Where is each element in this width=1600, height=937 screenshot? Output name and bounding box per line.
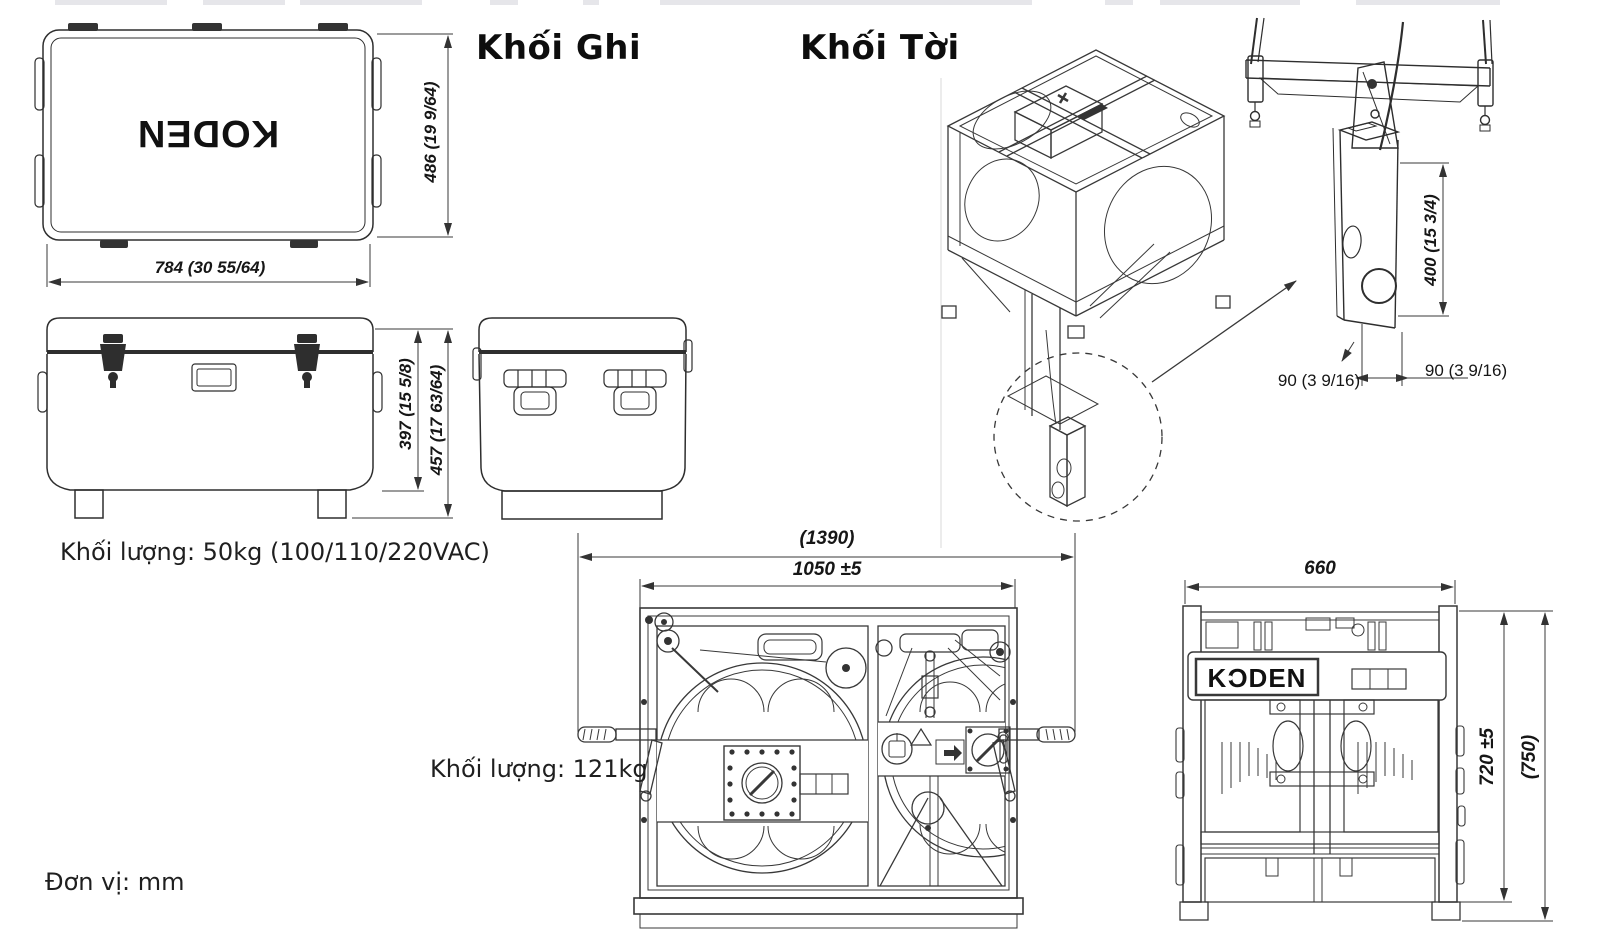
- recorder-top-view: KODEN: [34, 23, 382, 248]
- units-note: Đơn vị: mm: [45, 868, 185, 896]
- winch-side-overall-height-dim: (750): [1519, 734, 1540, 780]
- recorder-front-body-height-dim: 397 (15 5/8): [396, 358, 415, 450]
- transducer-width-dim: 90 (3 9/16): [1424, 361, 1508, 380]
- winch-side-frame-height-dim: 720 ±5: [1477, 728, 1498, 786]
- winch-frame-width-dim: 1050 ±5: [792, 559, 862, 580]
- winch-side-width-dim: 660: [1304, 558, 1336, 579]
- detail-callout-circle: [993, 352, 1163, 522]
- detail-leader-arrow: [1151, 280, 1297, 383]
- recorder-front-overall-height-dim: 457 (17 63/64): [427, 364, 446, 476]
- winch-side-view: KODEN: [1175, 605, 1466, 921]
- transducer-length-dim: 400 (15 3/4): [1421, 194, 1440, 286]
- transducer-detail-view: [1245, 17, 1494, 329]
- recorder-side-view: [472, 317, 693, 520]
- recorder-heading: Khối Ghi: [476, 28, 642, 68]
- winch-heading: Khối Tời: [800, 28, 960, 68]
- winch-handle-right: [992, 726, 1076, 802]
- svg-text:KODEN: KODEN: [137, 112, 279, 154]
- winch-front-view: [577, 607, 1076, 929]
- svg-text:KODEN: KODEN: [1208, 663, 1307, 693]
- recorder-weight-note: Khối lượng: 50kg (100/110/220VAC): [60, 538, 490, 566]
- koden-logo-side-view: KODEN: [1187, 651, 1447, 701]
- winch-weight-note: Khối lượng: 121kg: [430, 755, 648, 783]
- dimension-lines: [46, 33, 1553, 922]
- recorder-top-height-dim: 486 (19 9/64): [421, 81, 440, 183]
- recorder-front-view: [37, 317, 383, 519]
- winch-overall-width-dim: (1390): [799, 528, 855, 549]
- recorder-top-width-dim: 784 (30 55/64): [154, 258, 266, 277]
- winch-handle-left: [577, 726, 663, 802]
- koden-logo-top-view: KODEN: [137, 112, 279, 154]
- winch-isometric-view: [940, 49, 1297, 548]
- transducer-depth-dim: 90 (3 9/16): [1277, 371, 1361, 390]
